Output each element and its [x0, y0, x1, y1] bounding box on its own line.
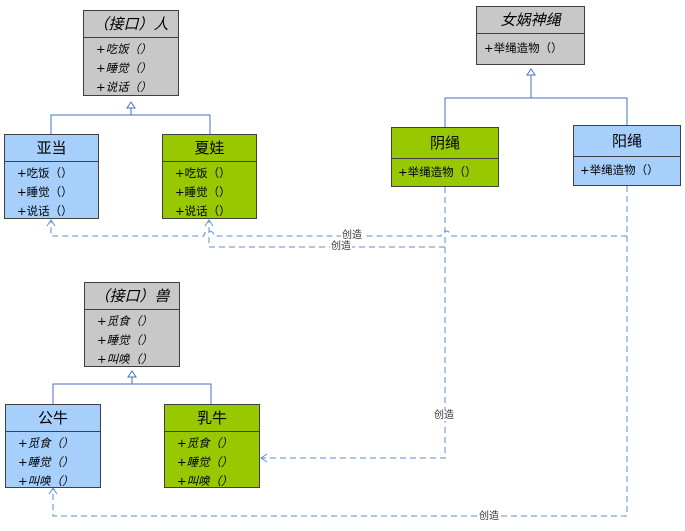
beast-interface-class[interactable]: （接口）兽 +觅食（） +睡觉（） +叫唤（）	[84, 282, 180, 367]
dependency-lines	[50, 186, 628, 517]
eve-class[interactable]: 夏娃 +吃饭（） +睡觉（） +说话（）	[162, 134, 257, 219]
class-name: 女娲神绳	[477, 7, 584, 34]
method: +吃饭（）	[17, 166, 73, 180]
cow-class[interactable]: 乳牛 +觅食（） +睡觉（） +叫唤（）	[164, 404, 260, 488]
method: +举绳造物（）	[484, 41, 563, 55]
arrow-to-adam	[46, 219, 56, 227]
arrow-to-bull	[48, 487, 58, 495]
dependency-arrowheads	[46, 219, 268, 495]
method: +睡觉（）	[177, 455, 233, 469]
edge-label-yang-bull: 创造	[478, 511, 500, 522]
arrow-to-cow	[260, 453, 268, 463]
method: +睡觉（）	[18, 455, 74, 469]
edge-label-yang-adam: 创造	[341, 230, 363, 241]
method: +叫唤（）	[177, 474, 233, 488]
yang-rope-class[interactable]: 阳绳 +举绳造物（）	[573, 125, 681, 186]
beast-inheritance-lines	[52, 370, 212, 404]
class-name: 乳牛	[165, 405, 259, 432]
class-name: 阴绳	[392, 128, 498, 159]
nuwa-rope-class[interactable]: 女娲神绳 +举绳造物（）	[476, 6, 585, 65]
human-inheritance-lines	[50, 101, 211, 134]
edge-label-yin-cow: 创造	[433, 410, 455, 421]
method: +说话（）	[17, 204, 73, 218]
method: +吃饭（）	[175, 166, 231, 180]
method: +睡觉（）	[96, 61, 152, 75]
class-name: （接口）人	[84, 11, 178, 38]
method: +举绳造物（）	[580, 163, 659, 177]
class-name: 夏娃	[163, 135, 256, 162]
method: +说话（）	[175, 204, 231, 218]
class-name: 亚当	[5, 135, 98, 162]
method: +叫唤（）	[97, 352, 153, 366]
method: +觅食（）	[18, 436, 74, 450]
method: +睡觉（）	[175, 185, 231, 199]
inheritance-arrowhead	[526, 68, 536, 76]
yin-rope-class[interactable]: 阴绳 +举绳造物（）	[391, 127, 499, 187]
method: +吃饭（）	[96, 42, 152, 56]
method: +觅食（）	[177, 436, 233, 450]
class-name: 公牛	[6, 405, 100, 432]
method: +觅食（）	[97, 314, 153, 328]
bull-class[interactable]: 公牛 +觅食（） +睡觉（） +叫唤（）	[5, 404, 101, 488]
method: +说话（）	[96, 80, 152, 94]
adam-class[interactable]: 亚当 +吃饭（） +睡觉（） +说话（）	[4, 134, 99, 219]
class-name: （接口）兽	[85, 283, 179, 310]
yin-to-cow-line	[261, 247, 446, 459]
yang-to-adam-line	[50, 186, 628, 237]
method: +睡觉（）	[17, 185, 73, 199]
method: +睡觉（）	[97, 333, 153, 347]
rope-inheritance-lines	[444, 68, 628, 127]
yin-to-eve-line	[208, 187, 446, 248]
human-interface-class[interactable]: （接口）人 +吃饭（） +睡觉（） +说话（）	[83, 10, 179, 96]
arrow-to-eve	[204, 219, 214, 227]
class-name: 阳绳	[574, 126, 680, 157]
method: +叫唤（）	[18, 474, 74, 488]
inheritance-arrowhead	[127, 370, 137, 378]
edge-label-yin-eve: 创造	[330, 241, 352, 252]
inheritance-arrowhead	[126, 101, 136, 109]
method: +举绳造物（）	[398, 165, 477, 179]
yang-to-bull-line	[52, 236, 628, 517]
